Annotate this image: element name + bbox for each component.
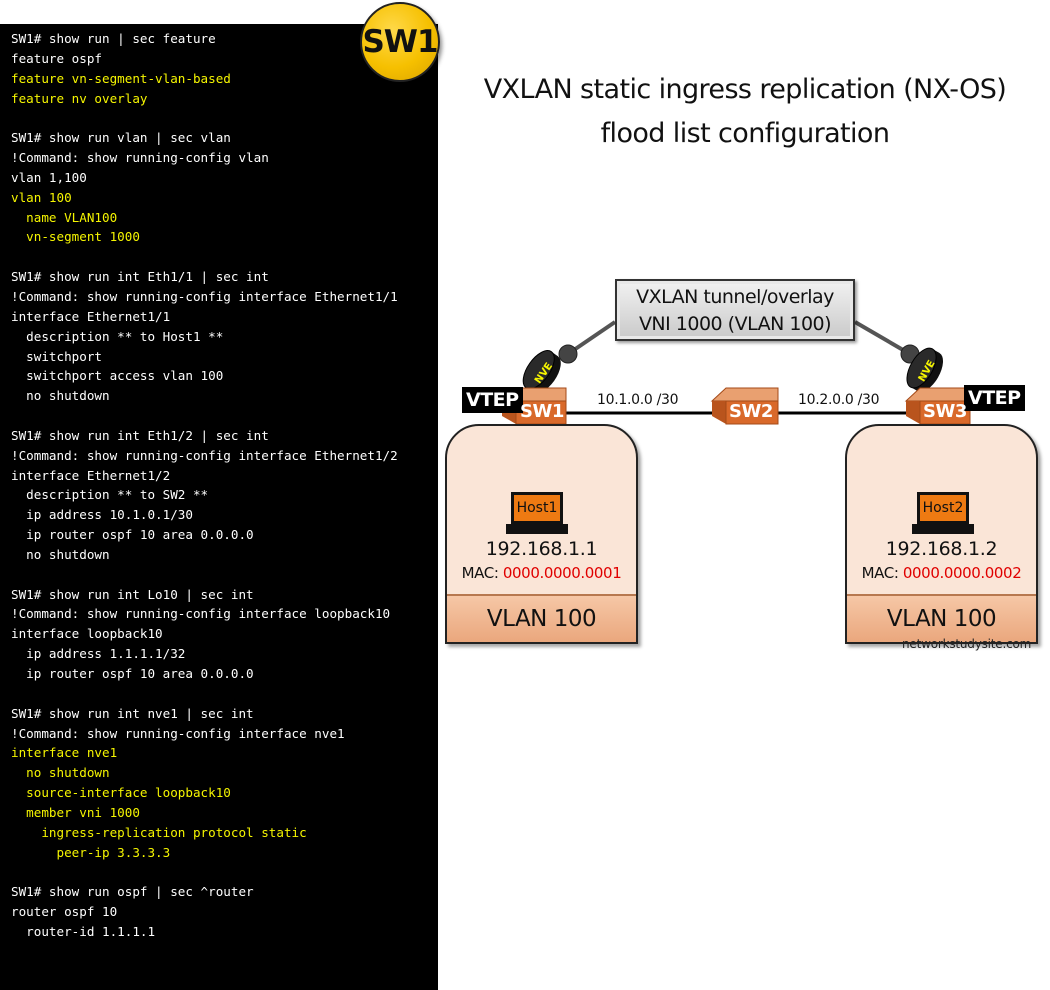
terminal-blank-line [11,565,398,585]
terminal-line: interface loopback10 [11,626,163,642]
terminal-line: SW1# show run int nve1 | sec int [11,705,254,721]
terminal-line: switchport access vlan 100 [11,368,224,384]
host2-icon[interactable]: Host2 [912,492,974,534]
switch-label-sw2: SW2 [729,401,773,422]
host2-mac: 0000.0000.0002 [902,564,1022,582]
terminal-line: peer-ip 3.3.3.3 [11,844,171,860]
terminal-line: SW1# show run ospf | sec ^router [11,884,254,900]
terminal-line: !Command: show running-config interface … [11,725,345,741]
switch-icon-sw2[interactable] [710,387,779,425]
terminal-line: ip router ospf 10 area 0.0.0.0 [11,666,254,681]
terminal-line: ip address 1.1.1.1/32 [11,646,186,662]
host1-icon[interactable]: Host1 [506,492,568,534]
tunnel-line-2: VNI 1000 (VLAN 100) [638,313,832,335]
host1-mac-row: MAC: 0000.0000.0001 [447,564,636,582]
terminal-line: feature vn-segment-vlan-based [11,70,231,86]
terminal-line: switchport [11,348,102,364]
terminal-line: vlan 100 [11,189,72,205]
terminal-blank-line [11,247,398,267]
host1-ip: 192.168.1.1 [485,538,598,560]
terminal-line: !Command: show running-config vlan [11,150,269,166]
terminal-line: member vni 1000 [11,804,140,820]
terminal-panel: SW1# show run | sec feature feature ospf f… [0,24,438,990]
terminal-line: SW1# show run int Lo10 | sec int [11,586,254,602]
sw1-badge-label: SW1 [362,24,438,60]
terminal-line: SW1# show run | sec feature [11,31,216,46]
vxlan-tunnel-box: VXLAN tunnel/overlay VNI 1000 (VLAN 100) [615,279,855,341]
host2-mac-label: MAC: [861,564,899,582]
terminal-line: SW1# show run int Eth1/1 | sec int [11,269,269,285]
terminal-line: no shutdown [11,765,110,781]
vtep-label-left: VTEP [462,387,523,413]
topology-diagram: NVE NVE VXLAN tunnel/overlay VNI 1000 (V… [440,270,1050,670]
title-line-2: flood list configuration [600,118,890,149]
terminal-line: ip router ospf 10 area 0.0.0.0 [11,527,254,543]
terminal-line: interface nve1 [11,745,118,761]
terminal-blank-line [11,108,398,128]
terminal-line: no shutdown [11,388,110,404]
host1-base [506,524,568,534]
subnet-label-right: 10.2.0.0 /30 [798,392,880,408]
title-line-1: VXLAN static ingress replication (NX-OS) [483,74,1007,105]
terminal-line: !Command: show running-config interface … [11,288,398,304]
terminal-blank-line [11,862,398,882]
subnet-label-left: 10.1.0.0 /30 [597,392,679,408]
terminal-line: SW1# show run vlan | sec vlan [11,130,231,146]
host1-screen: Host1 [511,492,563,524]
terminal-line: !Command: show running-config interface … [11,447,398,463]
tunnel-joint-left [558,344,578,364]
terminal-line: description ** to Host1 ** [11,328,224,344]
vtep-label-right: VTEP [964,385,1025,411]
watermark: networkstudysite.com [902,637,1032,651]
terminal-line: ingress-replication protocol static [11,824,307,840]
terminal-line: router-id 1.1.1.1 [11,923,156,939]
host1-vlan-bar: VLAN 100 [447,594,636,642]
terminal-line: description ** to SW2 ** [11,487,209,503]
terminal-line: feature nv overlay [11,90,148,106]
nve-icon-left: NVE [522,350,561,394]
host1-mac-label: MAC: [461,564,499,582]
terminal-line: no shutdown [11,546,110,562]
terminal-blank-line [11,684,398,704]
switch-label-sw3: SW3 [923,401,967,422]
tunnel-line-1: VXLAN tunnel/overlay [636,286,834,308]
terminal-line: router ospf 10 [11,904,118,920]
terminal-line: interface Ethernet1/2 [11,467,171,483]
site-host2: Host2 192.168.1.2 MAC: 0000.0000.0002 VL… [845,424,1038,644]
terminal-line: interface Ethernet1/1 [11,308,171,324]
topology-lines: NVE NVE [500,320,971,492]
host2-base [912,524,974,534]
host1-mac: 0000.0000.0001 [502,564,622,582]
terminal-line: ip address 10.1.0.1/30 [11,507,193,523]
terminal-line: !Command: show running-config interface … [11,606,391,622]
site-host1: Host1 192.168.1.1 MAC: 0000.0000.0001 VL… [445,424,638,644]
switch-label-sw1: SW1 [520,401,564,422]
terminal-blank-line [11,406,398,426]
terminal-output: SW1# show run | sec feature feature ospf f… [11,29,398,942]
host2-screen: Host2 [917,492,969,524]
page-title: VXLAN static ingress replication (NX-OS)… [440,68,1050,156]
tunnel-arm-right [853,320,912,356]
terminal-line: name VLAN100 [11,209,118,225]
sw1-badge: SW1 [360,2,440,82]
switch-icon-sw3[interactable] [904,387,971,425]
terminal-line: source-interface loopback10 [11,785,231,801]
terminal-line: vlan 1,100 [11,169,87,185]
host2-mac-row: MAC: 0000.0000.0002 [847,564,1036,582]
terminal-line: SW1# show run int Eth1/2 | sec int [11,427,269,443]
terminal-line: vn-segment 1000 [11,229,140,245]
nve-icon-right: NVE [906,347,944,392]
host2-vlan-bar: VLAN 100 [847,594,1036,642]
host2-ip: 192.168.1.2 [885,538,998,560]
terminal-line: feature ospf [11,50,102,66]
